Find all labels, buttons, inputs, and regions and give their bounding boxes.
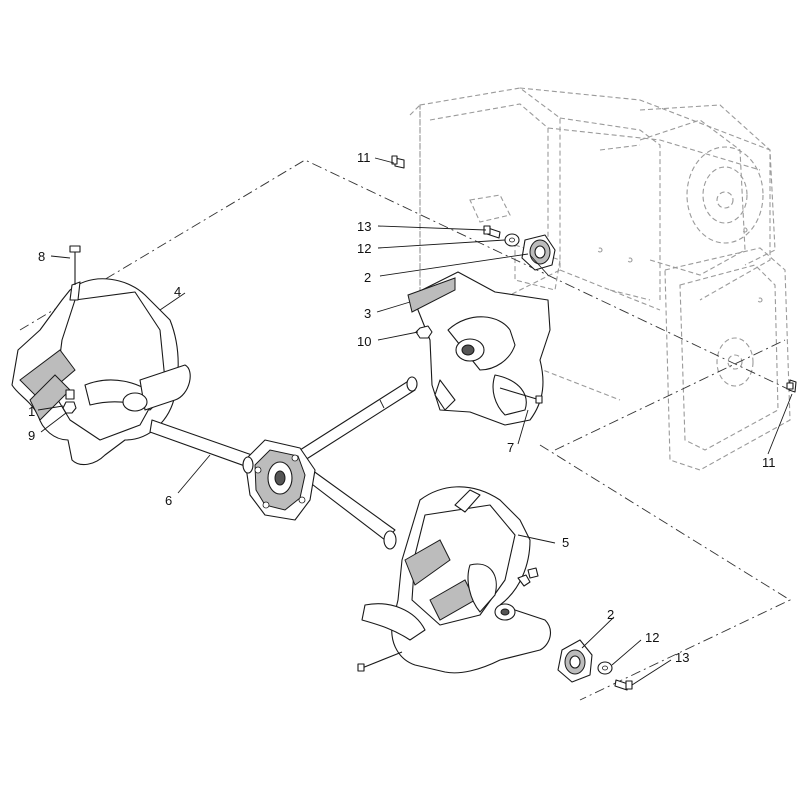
bearing-upper	[521, 234, 556, 271]
nut-9-bolt-1	[62, 389, 77, 414]
bolt-11-upper	[391, 155, 405, 169]
callout-2-lower: 2	[607, 607, 614, 622]
bolt-13-lower	[614, 679, 633, 691]
callout-1: 1	[28, 404, 35, 419]
callout-13-lower: 13	[675, 650, 689, 665]
left-auger-flight	[11, 278, 191, 466]
callout-8: 8	[38, 249, 45, 264]
bolt-13-upper	[483, 225, 501, 239]
callout-4: 4	[174, 284, 181, 299]
nut-10	[415, 325, 433, 339]
bolt-8	[69, 245, 81, 285]
callout-9: 9	[28, 428, 35, 443]
callout-11-upper: 11	[357, 150, 371, 165]
callout-12-lower: 12	[645, 630, 659, 645]
shear-bolt-lower	[357, 567, 539, 672]
assembly-center-lines	[19, 159, 791, 701]
auger-housing	[409, 87, 791, 471]
callout-3: 3	[364, 306, 371, 321]
washer-lower	[597, 661, 613, 675]
right-auger-flight	[361, 486, 551, 674]
auger-shaft	[149, 376, 418, 550]
callout-7: 7	[507, 440, 514, 455]
callout-labels: 1 2 2 3 4 5 6 7 8 9 10 11 11 12 12 13 13	[28, 150, 776, 665]
leader-lines	[37, 157, 793, 686]
bearing-lower	[557, 639, 593, 683]
callout-13-upper: 13	[357, 219, 371, 234]
shear-bolt-7	[499, 387, 543, 404]
auger-gearbox	[242, 439, 316, 521]
impeller	[407, 271, 551, 426]
bolt-11-right	[786, 379, 797, 393]
callout-6: 6	[165, 493, 172, 508]
callout-2-upper: 2	[364, 270, 371, 285]
callout-12-upper: 12	[357, 241, 371, 256]
washer-upper	[504, 233, 520, 247]
callout-11-right: 11	[762, 455, 776, 470]
callout-5: 5	[562, 535, 569, 550]
callout-10: 10	[357, 334, 371, 349]
